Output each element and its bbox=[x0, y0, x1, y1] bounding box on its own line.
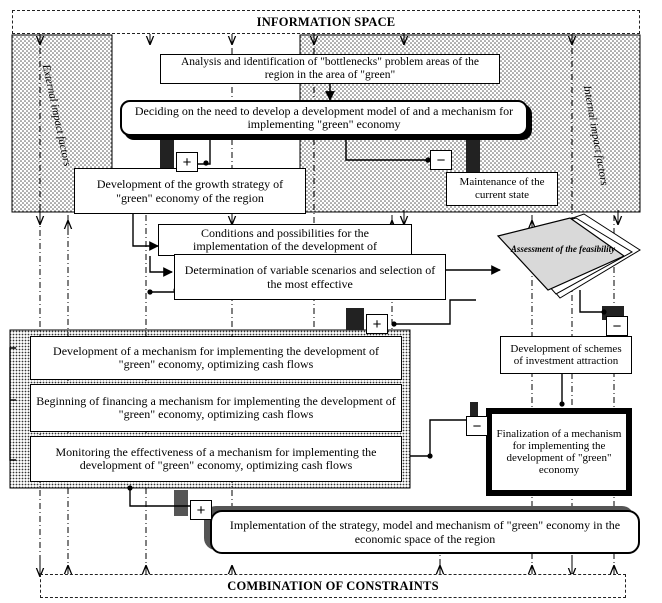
deciding-box: Deciding on the need to develop a develo… bbox=[120, 100, 528, 136]
monitoring-box: Monitoring the effectiveness of a mechan… bbox=[30, 436, 402, 482]
scenarios-box: Determination of variable scenarios and … bbox=[174, 254, 446, 300]
investment-attraction-box: Development of schemes of investment att… bbox=[500, 336, 632, 374]
information-space-banner: INFORMATION SPACE bbox=[12, 10, 640, 34]
assessment-diamond bbox=[496, 217, 626, 291]
plus-sign-growth: + bbox=[176, 152, 198, 172]
assessment-label: Assessment of the feasibility bbox=[510, 244, 616, 254]
conditions-box: Conditions and possibilities for the imp… bbox=[158, 224, 412, 256]
finalization-box: Finalization of a mechanism for implemen… bbox=[486, 408, 632, 496]
analysis-box: Analysis and identification of "bottlene… bbox=[160, 54, 500, 84]
mechanism-development-box: Development of a mechanism for implement… bbox=[30, 336, 402, 380]
plus-sign-implementation: + bbox=[190, 500, 212, 520]
minus-sign-finalization: − bbox=[466, 416, 488, 436]
growth-strategy-box: Development of the growth strategy of "g… bbox=[74, 168, 306, 214]
maintenance-box: Maintenance of the current state bbox=[446, 172, 558, 206]
combination-of-constraints-banner: COMBINATION OF CONSTRAINTS bbox=[40, 574, 626, 598]
financing-box: Beginning of financing a mechanism for i… bbox=[30, 384, 402, 432]
implementation-box: Implementation of the strategy, model an… bbox=[210, 510, 640, 554]
plus-sign-mechanism: + bbox=[366, 314, 388, 334]
minus-sign-maintenance: − bbox=[430, 150, 452, 170]
minus-sign-investment: − bbox=[606, 316, 628, 336]
